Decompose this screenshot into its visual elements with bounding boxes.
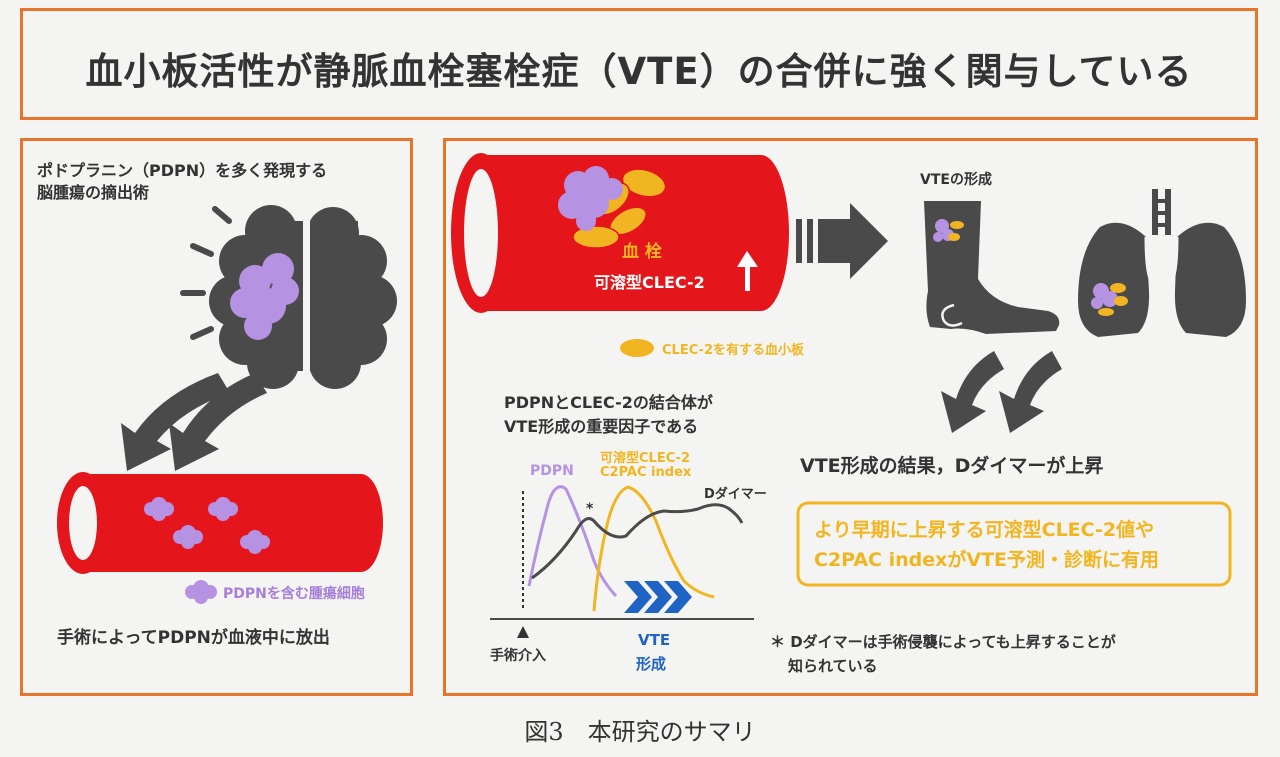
up-arrow-icon <box>737 251 758 291</box>
left-illustration <box>57 201 397 604</box>
highlight-line1: より早期に上昇する可溶型CLEC-2値や <box>814 519 1155 541</box>
highlight-line2: C2PAC indexがVTE予測・診断に有用 <box>814 549 1160 571</box>
graph-clec2-label-line2: C2PAC index <box>600 465 692 480</box>
clec2-curve <box>592 485 715 612</box>
graph-surgery-label: 手術介入 <box>490 648 546 664</box>
graph-pdpn-label: PDPN <box>530 463 574 479</box>
graph-vte-label-line1: VTE <box>638 631 671 649</box>
vte-formation-title: VTEの形成 <box>920 172 992 188</box>
graph-asterisk: * <box>586 501 594 517</box>
tumor-cells-icon <box>144 497 270 604</box>
tumor-clot-icon <box>558 166 623 231</box>
blood-vessel-icon <box>57 472 383 574</box>
left-footer: 手術によってPDPNが血液中に放出 <box>57 628 330 648</box>
left-panel: ポドプラニン（PDPN）を多く発現する 脳腫瘍の摘出術 <box>20 138 413 696</box>
graph-ddimer-label: Dダイマー <box>704 487 767 502</box>
complex-line2: VTE形成の重要因子である <box>504 417 699 436</box>
surgery-marker-icon <box>517 626 529 638</box>
right-illustration <box>451 153 1246 638</box>
tumor-cells-legend: PDPNを含む腫瘍細胞 <box>223 586 365 602</box>
note-line2: 知られている <box>788 657 878 675</box>
complex-line1: PDPNとCLEC-2の結合体が <box>504 393 713 412</box>
biomarker-graph <box>490 485 754 638</box>
soluble-clec2-label: 可溶型CLEC-2 <box>594 273 705 292</box>
result-arrows-icon <box>941 351 1062 433</box>
highlight-box <box>796 501 1232 587</box>
lung-clot-icon <box>1091 283 1128 316</box>
title-box: 血小板活性が静脈血栓塞栓症（VTE）の合併に強く関与している <box>20 8 1258 120</box>
graph-clec2-label-line1: 可溶型CLEC-2 <box>600 451 690 466</box>
down-arrows-icon <box>121 373 267 471</box>
ddimer-curve <box>531 503 744 580</box>
tumor-icon <box>230 253 299 340</box>
brain-icon <box>209 205 397 389</box>
platelet-legend: CLEC-2を有する血小板 <box>662 343 804 358</box>
leg-clot-icon <box>933 219 964 242</box>
left-heading-line1: ポドプラニン（PDPN）を多く発現する <box>37 161 328 180</box>
page-title: 血小板活性が静脈血栓塞栓症（VTE）の合併に強く関与している <box>85 50 1193 93</box>
result-text: VTE形成の結果，Dダイマーが上昇 <box>800 455 1104 477</box>
figure-caption: 図3 本研究のサマリ <box>524 718 756 746</box>
note-line1: ＊ Dダイマーは手術侵襲によっても上昇することが <box>770 633 1116 651</box>
platelet-legend-icon <box>620 339 654 357</box>
right-arrow-icon <box>796 203 888 279</box>
left-heading-line2: 脳腫瘍の摘出術 <box>37 183 150 202</box>
burst-rays-icon <box>180 206 232 340</box>
clot-label: 血 栓 <box>622 242 662 262</box>
vte-chevrons-icon <box>624 581 692 613</box>
right-panel: 血 栓 可溶型CLEC-2 CLEC-2を有する血小板 VTEの形成 PDPNと… <box>443 138 1258 696</box>
ankle-icon <box>941 303 963 327</box>
graph-vte-label-line2: 形成 <box>636 655 667 673</box>
